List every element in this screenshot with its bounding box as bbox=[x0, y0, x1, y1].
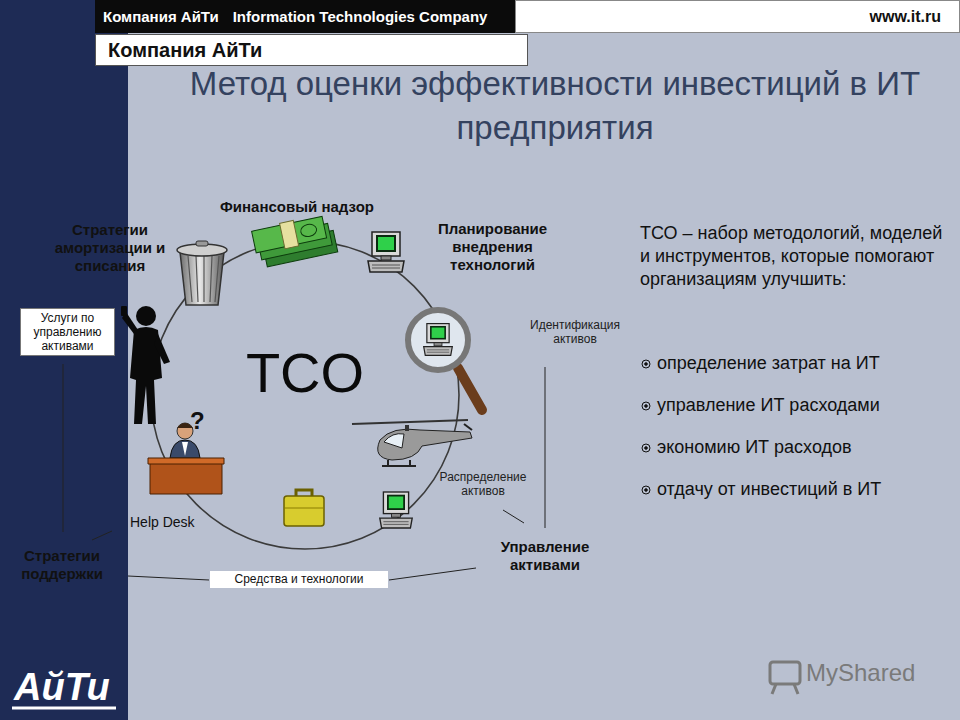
computer-icon bbox=[380, 492, 412, 528]
person-silhouette-icon bbox=[121, 306, 170, 424]
header-bar: Компания АйТи Information Technologies Co… bbox=[95, 0, 515, 33]
watermark: MyShared bbox=[806, 658, 915, 687]
company-box: Компания АйТи bbox=[95, 34, 528, 66]
company-name-english: Information Technologies Company bbox=[233, 8, 488, 25]
bullet-text: отдачу от инвестиций в ИТ bbox=[657, 478, 881, 500]
bullet-marks bbox=[642, 360, 650, 494]
watermark-icon bbox=[770, 662, 800, 694]
company-name: Компания АйТи bbox=[108, 39, 262, 62]
circle-title: TCO bbox=[246, 340, 364, 405]
navy-band bbox=[0, 0, 128, 720]
side-label: Распределение активов bbox=[423, 470, 543, 498]
box-label: Услуги по управлению активами bbox=[24, 311, 111, 353]
helicopter-icon bbox=[352, 420, 472, 466]
side-label: Идентификация активов bbox=[513, 318, 637, 346]
header-strip bbox=[0, 0, 960, 33]
tco-circle: TCO bbox=[150, 240, 460, 550]
box-label: Средства и технологии bbox=[213, 572, 385, 587]
cycle-label: Help Desk bbox=[130, 514, 195, 531]
money-stack-icon bbox=[251, 213, 338, 269]
service-box: Услуги по управлению активами bbox=[20, 308, 115, 356]
cycle-label: Финансовый надзор bbox=[197, 198, 397, 216]
computer-icon bbox=[368, 232, 404, 272]
definition-text: ТСО – набор методологий, моделей и инстр… bbox=[640, 222, 952, 291]
header-corner bbox=[0, 0, 95, 33]
trash-can-icon bbox=[177, 241, 227, 305]
help-desk-icon bbox=[148, 423, 224, 494]
slide-title: Метод оценки эффективности инвестиций в … bbox=[180, 62, 930, 150]
website-url: www.it.ru bbox=[870, 8, 941, 26]
briefcase-icon bbox=[284, 490, 324, 526]
question-mark: ? bbox=[190, 406, 205, 435]
strategy-label: Управление активами bbox=[478, 538, 612, 574]
tools-box: Средства и технологии bbox=[210, 571, 388, 588]
strategy-label: Стратегии поддержки bbox=[4, 547, 120, 583]
magnifier-icon bbox=[408, 310, 482, 410]
bullet-text: экономию ИТ расходов bbox=[657, 436, 852, 458]
company-logo: АйТи bbox=[14, 664, 110, 710]
cycle-label: Стратегии амортизации и списания bbox=[52, 221, 168, 275]
company-name: Компания АйТи bbox=[103, 8, 219, 25]
header-url-box: www.it.ru bbox=[515, 0, 960, 33]
bullet-text: управление ИТ расходами bbox=[657, 394, 880, 416]
cycle-label: Планирование внедрения технологий bbox=[420, 220, 565, 274]
bullet-text: определение затрат на ИТ bbox=[657, 352, 880, 374]
